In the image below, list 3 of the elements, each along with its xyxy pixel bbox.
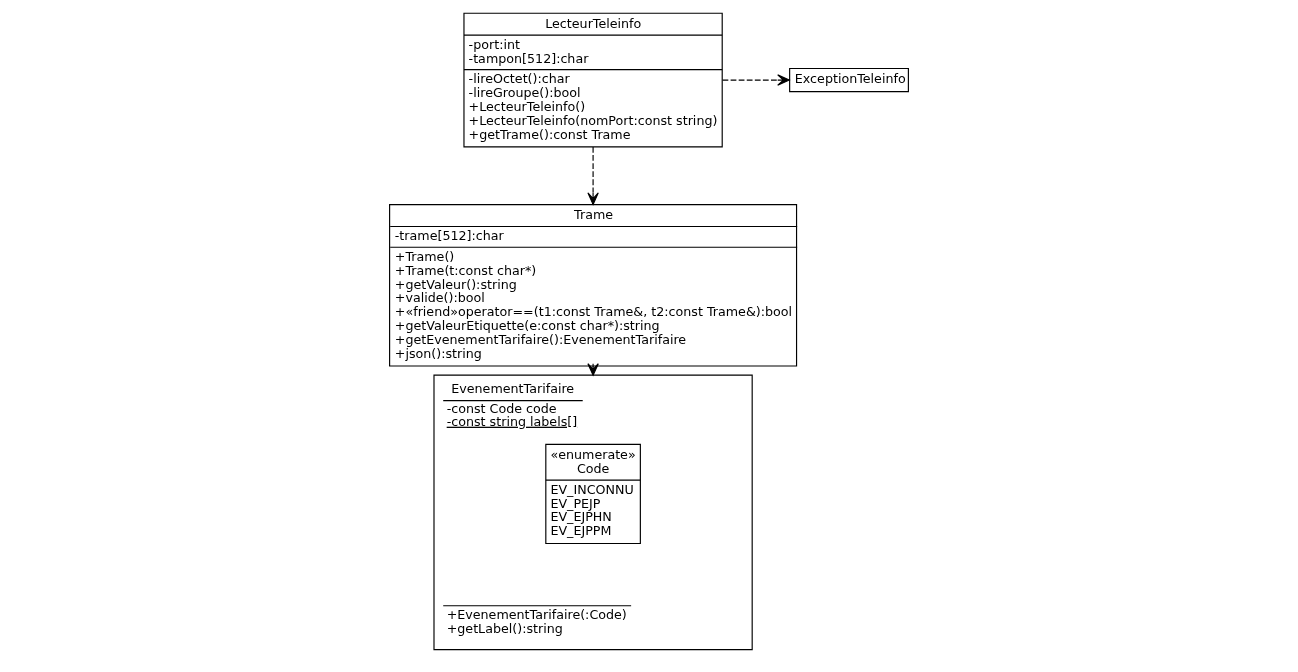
arrow — [721, 74, 790, 86]
node-box: ExceptionTeleinfo — [789, 67, 909, 93]
arrow — [587, 146, 599, 205]
